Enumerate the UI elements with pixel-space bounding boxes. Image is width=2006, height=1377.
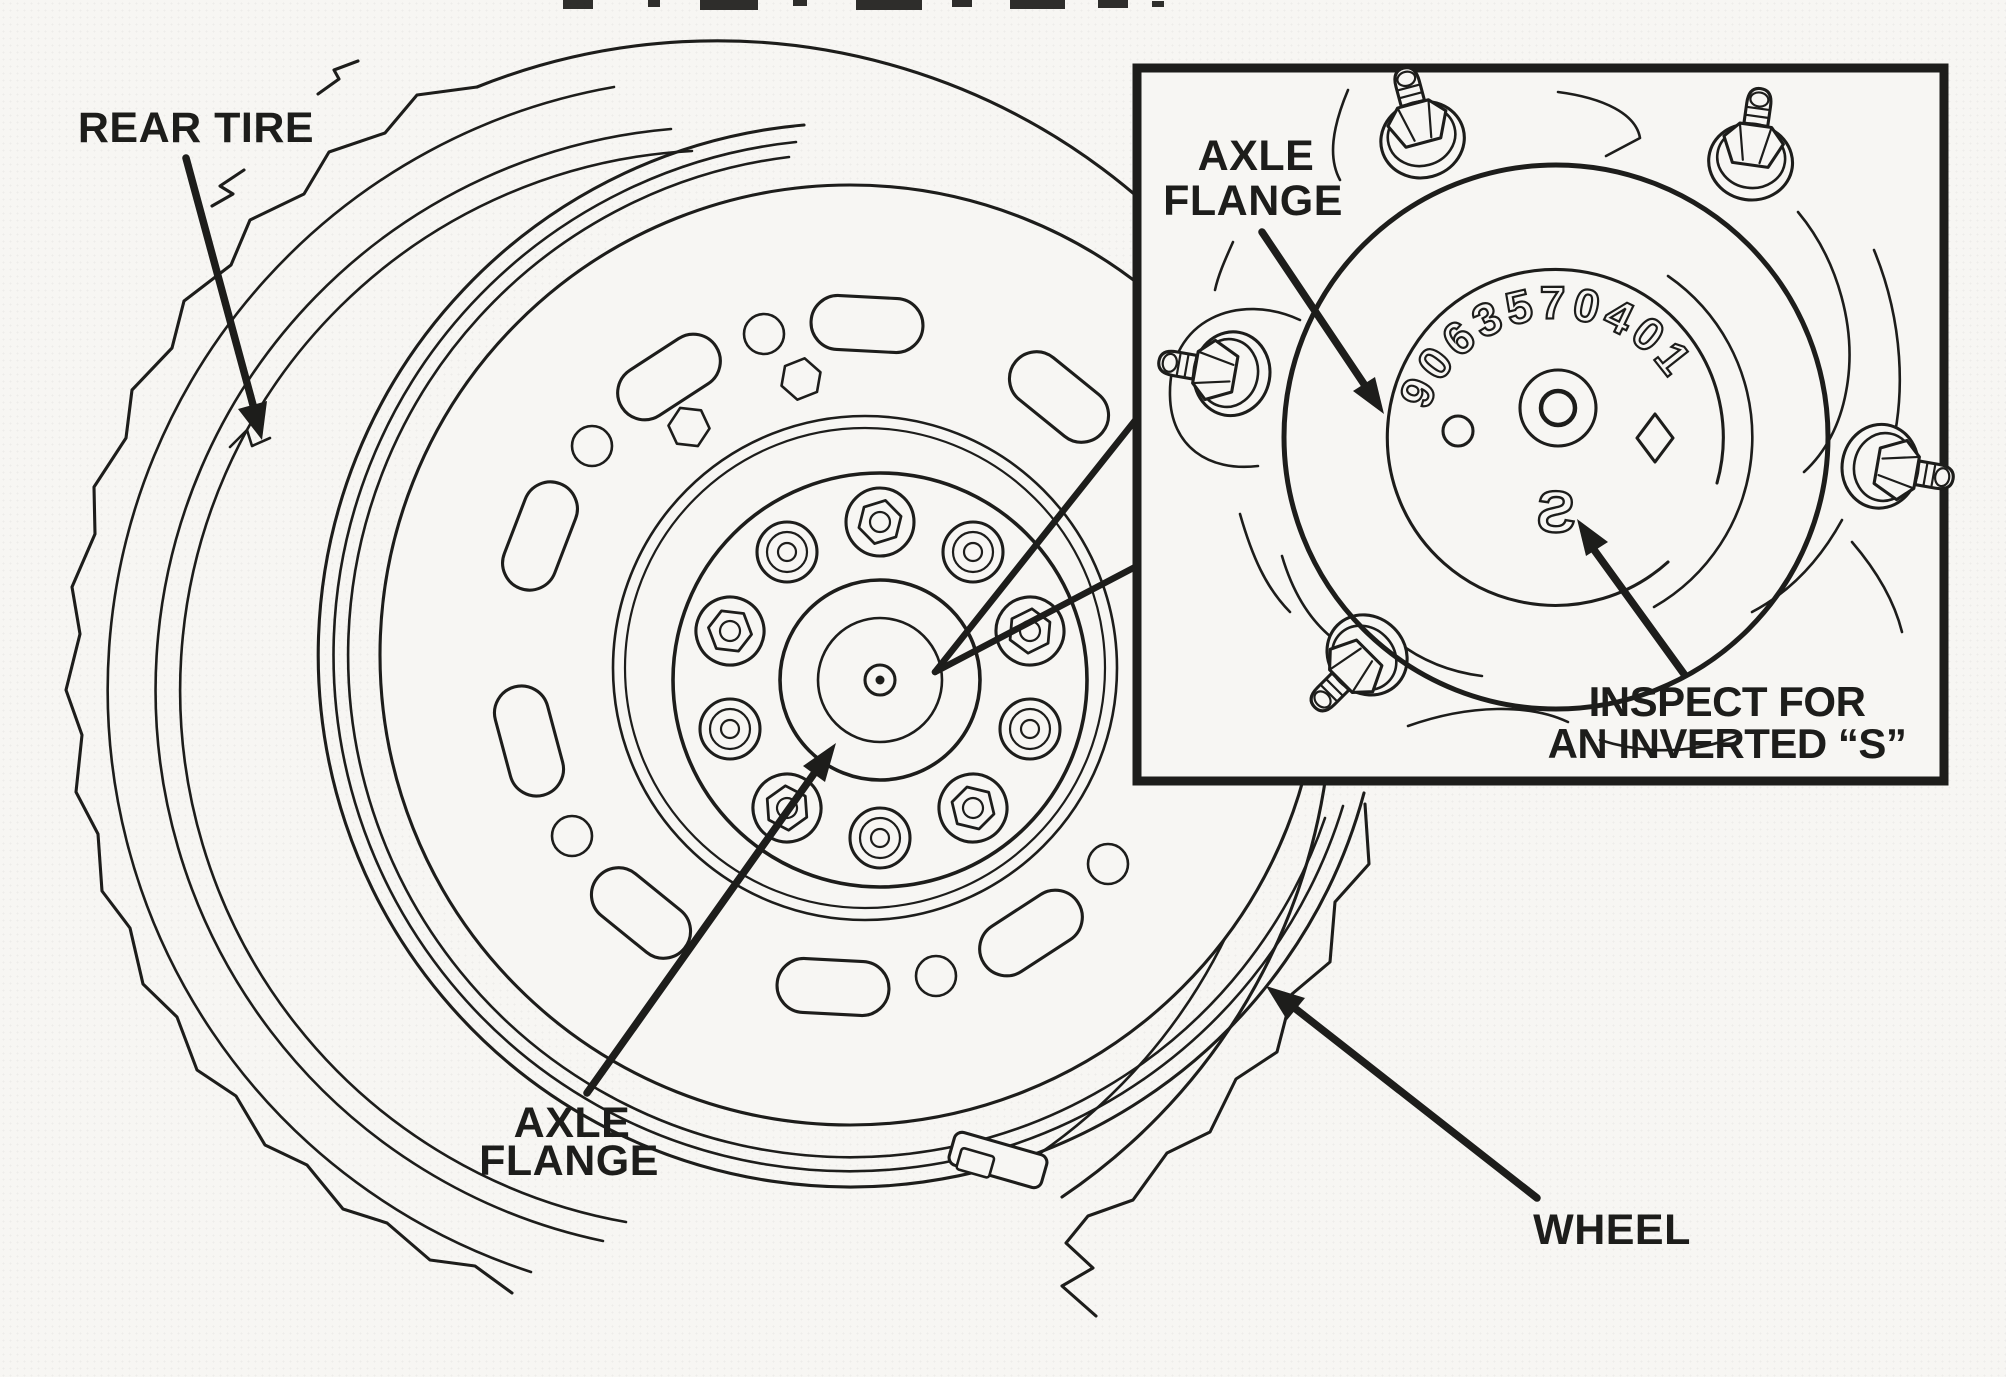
tread-edge-left: [64, 85, 514, 1295]
rim-slot: [616, 332, 722, 422]
cropped-text-fragments: [563, 0, 1164, 10]
rear-tire-label: REAR TIRE: [78, 104, 314, 152]
lug-washer: [755, 520, 819, 584]
inset-box: 9063570401 S AXLE FLANGE INSPECT FOR AN …: [1132, 55, 1962, 786]
break-mark-under-label: [210, 168, 246, 208]
axle-flange-label-line2: FLANGE: [479, 1137, 659, 1185]
sidewall-arc-3: [178, 149, 694, 1224]
rim-slot: [501, 480, 579, 592]
inspect-label-line1: INSPECT FOR: [1589, 678, 1866, 725]
inset-axle-flange-line2: FLANGE: [1163, 177, 1343, 225]
rim-slot: [978, 888, 1084, 978]
rim-inner-ring-1: [611, 414, 1119, 922]
diamond-stamp: [1635, 412, 1675, 464]
rim-inner-ring-2: [623, 426, 1107, 910]
magnifier-cone: [931, 414, 1141, 676]
rim-slot: [492, 684, 566, 798]
flange-pilot-outer: [1518, 368, 1598, 448]
inverted-s-mark: S: [1537, 480, 1576, 545]
inspect-label: INSPECT FOR AN INVERTED “S”: [1548, 678, 1907, 767]
rim-holes: [550, 312, 1130, 998]
rim-clip-tab: [947, 1130, 1049, 1190]
axle-flange-hub: [671, 471, 1089, 889]
axle-flange-label-inset: AXLE FLANGE: [1163, 132, 1343, 225]
tread-edge-lower-right: [1060, 802, 1371, 1318]
break-mark-arrow-tip: [228, 428, 272, 449]
rear-tire-arrow: [182, 154, 267, 440]
tire-outer-arc-right: [1060, 773, 1328, 1199]
lug-washer: [998, 697, 1062, 761]
sidewall-arc-2: [154, 127, 673, 1243]
hub-cap-ring: [816, 616, 944, 744]
lug-washer: [698, 697, 762, 761]
inspect-arrow: [1577, 519, 1688, 678]
axle-flange-arrow-inset: [1258, 228, 1384, 414]
axle-flange-label-main: AXLE FLANGE: [479, 1099, 659, 1185]
lug-washer: [848, 806, 912, 870]
axle-flange-label-line1: AXLE: [514, 1099, 631, 1147]
flange-chamfer-arc: [1652, 274, 1754, 609]
rim-slot: [589, 866, 693, 960]
flange-hole: [1441, 414, 1475, 448]
rim-slot: [775, 956, 891, 1018]
lug-nut: [846, 488, 914, 556]
lug-washer: [941, 520, 1005, 584]
axle-flange-arrow-main: [583, 743, 836, 1097]
flange-outer-circle: [1281, 162, 1831, 712]
sidewall-arc-1: [106, 85, 616, 1274]
flange-pilot-inner: [1538, 388, 1578, 428]
wheel-arrow: [1266, 986, 1541, 1202]
hub-center-dot: [875, 675, 885, 685]
tire-bead-arcs: [316, 123, 1366, 1190]
inspect-label-line2: AN INVERTED “S”: [1548, 720, 1907, 767]
hub-center-hole: [863, 663, 897, 697]
flange-recess-circle: [1385, 267, 1725, 607]
rim-slot: [809, 293, 925, 355]
break-mark-top: [316, 59, 360, 96]
inset-axle-flange-line1: AXLE: [1198, 132, 1315, 180]
wheel-label: WHEEL: [1533, 1206, 1691, 1254]
rim-slot: [1007, 350, 1111, 444]
rim-slots: [492, 293, 1111, 1018]
